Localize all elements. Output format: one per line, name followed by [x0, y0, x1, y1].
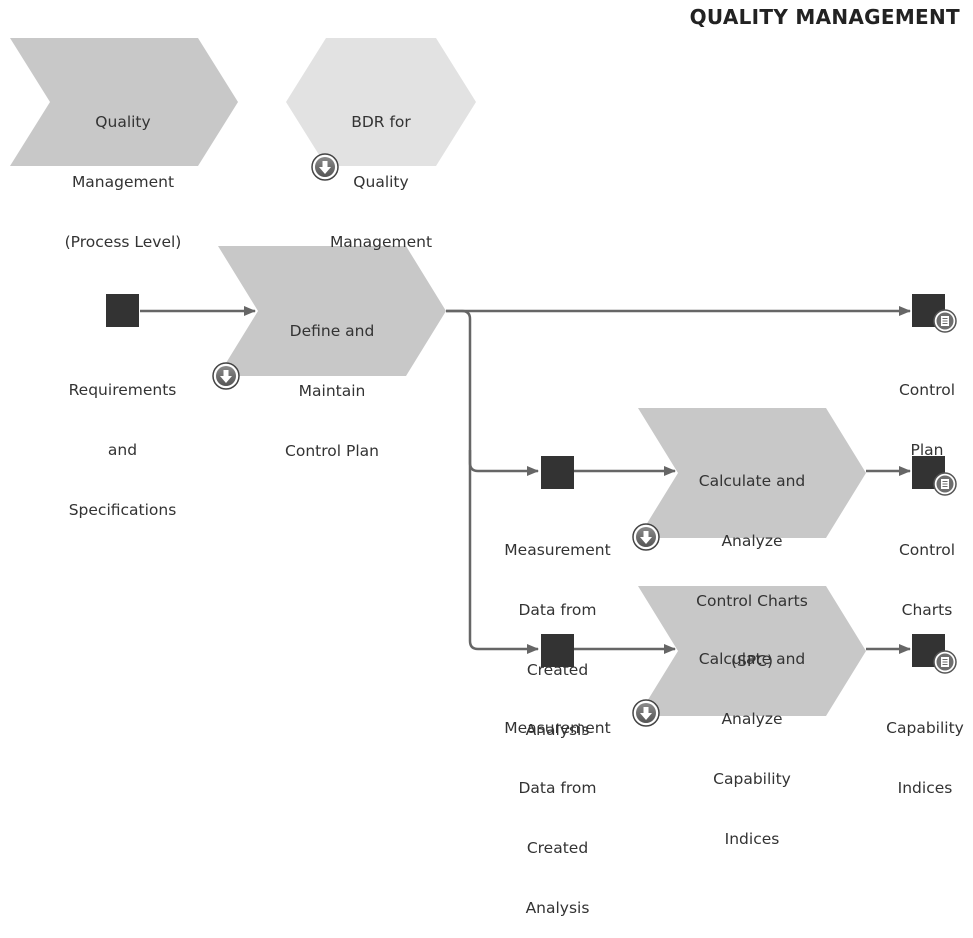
- label-line: Control Plan: [285, 442, 379, 460]
- label-line: Analysis: [525, 721, 590, 739]
- label-line: Quality: [353, 173, 409, 191]
- label-line: Charts: [901, 601, 953, 619]
- label-line: (SPC): [730, 652, 774, 670]
- process-label-calc-control-charts: Calculate and Analyze Control Charts (SP…: [667, 431, 837, 691]
- process-bdr-quality-management[interactable]: [286, 38, 476, 166]
- data-label-measurement-2: Measurement Data from Created Analysis: [485, 678, 630, 938]
- label-line: Specifications: [68, 501, 177, 519]
- data-measurement-2[interactable]: [541, 634, 574, 667]
- label-line: Analyze: [721, 532, 783, 550]
- process-label-bdr-quality-management: BDR for Quality Management: [296, 72, 466, 272]
- data-label-requirements-specifications: Requirements and Specifications: [50, 340, 195, 540]
- process-label-qm-process-level: Quality Management (Process Level): [38, 72, 208, 272]
- process-label-define-maintain-control-plan: Define and Maintain Control Plan: [247, 281, 417, 481]
- label-line: Requirements: [68, 381, 177, 399]
- label-line: Calculate and: [698, 650, 806, 668]
- label-line: Calculate and: [698, 472, 806, 490]
- drilldown-arrow-icon[interactable]: [632, 699, 660, 727]
- data-label-control-charts: Control Charts: [883, 500, 971, 640]
- document-icon: [933, 472, 957, 496]
- process-qm-process-level[interactable]: [10, 38, 238, 166]
- label-line: Management: [329, 233, 433, 251]
- drilldown-arrow-icon[interactable]: [311, 153, 339, 181]
- label-line: Maintain: [298, 382, 366, 400]
- drilldown-arrow-icon[interactable]: [212, 362, 240, 390]
- data-label-measurement-1: Measurement Data from Created Analysis: [485, 500, 630, 760]
- process-diagram: [10, 38, 957, 727]
- connector-branch-to-measurement-2: [468, 450, 539, 654]
- page-title: QUALITY MANAGEMENT: [689, 5, 960, 29]
- label-line: Indices: [897, 779, 953, 797]
- drilldown-arrow-icon[interactable]: [632, 523, 660, 551]
- document-icon: [933, 309, 957, 333]
- connector-branch-to-measurement-1: [446, 309, 539, 476]
- label-line: Control: [898, 541, 956, 559]
- label-line: Analysis: [525, 899, 590, 917]
- data-label-control-plan: Control Plan: [883, 340, 971, 480]
- label-line: Created: [526, 661, 589, 679]
- label-line: BDR for: [351, 113, 411, 131]
- data-label-capability-indices: Capability Indices: [877, 678, 973, 818]
- data-measurement-1[interactable]: [541, 456, 574, 489]
- label-line: Data from: [518, 779, 597, 797]
- label-line: Management: [71, 173, 175, 191]
- document-icon: [933, 650, 957, 674]
- label-line: Measurement: [504, 719, 611, 737]
- process-label-calc-capability-indices: Calculate and Analyze Capability Indices: [667, 609, 837, 869]
- label-line: Created: [526, 839, 589, 857]
- label-line: Plan: [910, 441, 944, 459]
- label-line: Define and: [289, 322, 375, 340]
- label-line: Data from: [518, 601, 597, 619]
- label-line: Capability: [713, 770, 791, 788]
- label-line: Analyze: [721, 710, 783, 728]
- label-line: Quality: [95, 113, 151, 131]
- label-line: and: [107, 441, 138, 459]
- connectors: [140, 306, 911, 654]
- process-calc-control-charts[interactable]: [638, 408, 866, 538]
- data-requirements-specifications[interactable]: [106, 294, 139, 327]
- label-line: Control: [898, 381, 956, 399]
- process-define-maintain-control-plan[interactable]: [218, 246, 446, 376]
- label-line: Control Charts: [696, 592, 808, 610]
- label-line: Indices: [724, 830, 780, 848]
- label-line: Measurement: [504, 541, 611, 559]
- label-line: Capability: [886, 719, 964, 737]
- label-line: (Process Level): [64, 233, 182, 251]
- process-calc-capability-indices[interactable]: [638, 586, 866, 716]
